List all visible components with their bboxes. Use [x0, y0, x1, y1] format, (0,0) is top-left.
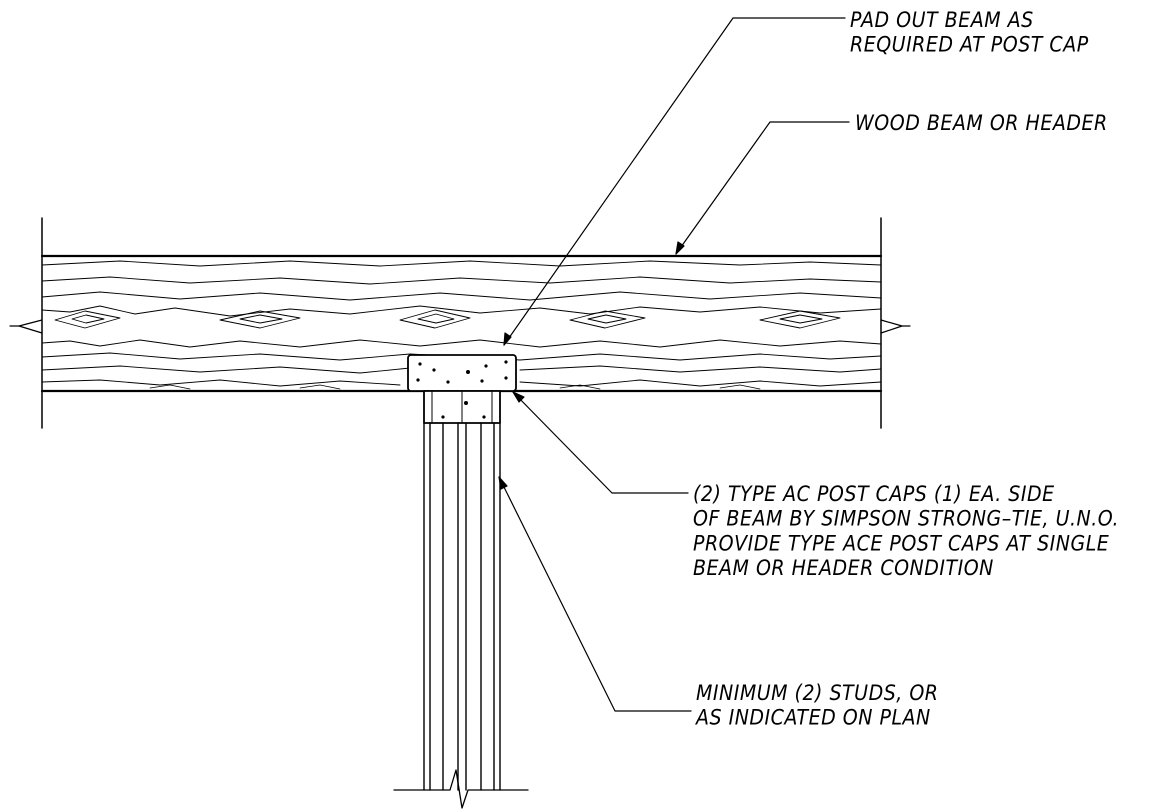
callout-post-caps: (2) TYPE AC POST CAPS (1) EA. SIDE OF BE… [693, 482, 1119, 581]
post-cap-strap [423, 390, 501, 424]
leader-post-caps [512, 391, 689, 494]
leader-wood-beam [675, 121, 850, 255]
callout-line: OF BEAM BY SIMPSON STRONG–TIE, U.N.O. [693, 506, 1119, 532]
studs [393, 422, 529, 809]
callout-line: (2) TYPE AC POST CAPS (1) EA. SIDE [693, 482, 1055, 507]
callout-line: REQUIRED AT POST CAP [850, 32, 1089, 58]
leader-pad-out [503, 17, 846, 346]
leader-studs [498, 476, 692, 712]
callout-line: PAD OUT BEAM AS [850, 8, 1034, 33]
callout-line: BEAM OR HEADER CONDITION [693, 555, 994, 581]
callout-pad-out-beam: PAD OUT BEAM AS REQUIRED AT POST CAP [850, 8, 1089, 57]
wood-knots [54, 309, 841, 329]
callout-line: PROVIDE TYPE ACE POST CAPS AT SINGLE [693, 531, 1110, 556]
right-break-line [880, 319, 903, 334]
callout-line: WOOD BEAM OR HEADER [855, 111, 1108, 136]
callout-studs: MINIMUM (2) STUDS, OR AS INDICATED ON PL… [696, 681, 939, 730]
post-cap-plate [407, 354, 517, 392]
callout-wood-beam: WOOD BEAM OR HEADER [855, 111, 1108, 136]
callout-line: MINIMUM (2) STUDS, OR [696, 681, 939, 706]
stud-break-line [393, 769, 529, 809]
leader-lines [498, 17, 850, 712]
left-break-line [18, 319, 43, 334]
callout-line: AS INDICATED ON PLAN [696, 705, 931, 731]
